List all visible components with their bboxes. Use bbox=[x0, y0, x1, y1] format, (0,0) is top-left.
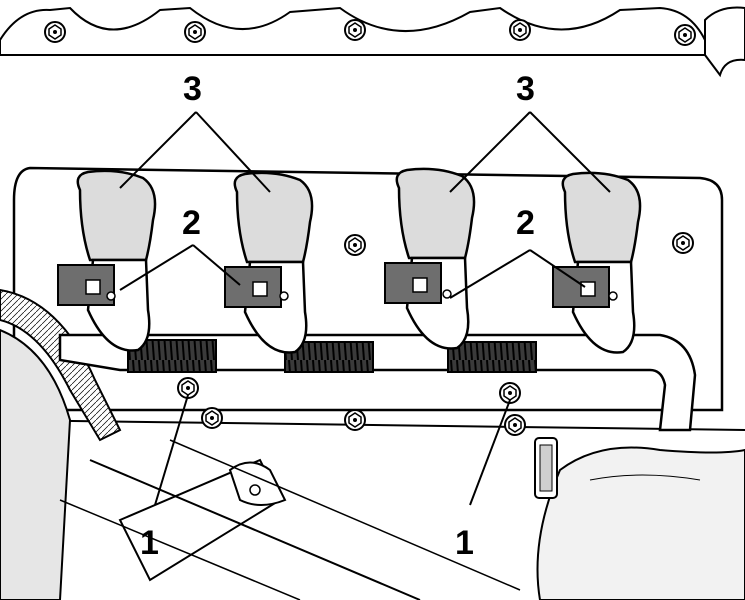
ignition-coil bbox=[552, 171, 642, 354]
callout-1-right: 1 bbox=[455, 524, 474, 562]
rail-bolt bbox=[504, 414, 526, 436]
callout-1-left: 1 bbox=[140, 524, 159, 562]
top-flange bbox=[0, 6, 745, 78]
rail-bolt bbox=[344, 409, 366, 431]
callout-3-left: 3 bbox=[183, 70, 202, 108]
connector-plug bbox=[224, 266, 282, 308]
flange-bolt bbox=[509, 19, 531, 41]
callout-2-right: 2 bbox=[516, 204, 535, 242]
flange-bolt bbox=[344, 19, 366, 41]
ignition-coil bbox=[57, 169, 157, 352]
lower-engine bbox=[0, 288, 745, 600]
flange-bolt bbox=[674, 24, 696, 46]
flange-bolt bbox=[184, 21, 206, 43]
ignition-coil bbox=[384, 167, 476, 350]
callout-3-right: 3 bbox=[516, 70, 535, 108]
cover-bolt bbox=[344, 234, 366, 256]
leader-lines bbox=[119, 111, 611, 506]
rail-bolt bbox=[201, 407, 223, 429]
ignition-coil bbox=[224, 171, 314, 354]
flange-bolt bbox=[44, 21, 66, 43]
callout-2-left: 2 bbox=[182, 204, 201, 242]
cover-bolt bbox=[672, 232, 694, 254]
harness-wrap bbox=[447, 341, 537, 373]
